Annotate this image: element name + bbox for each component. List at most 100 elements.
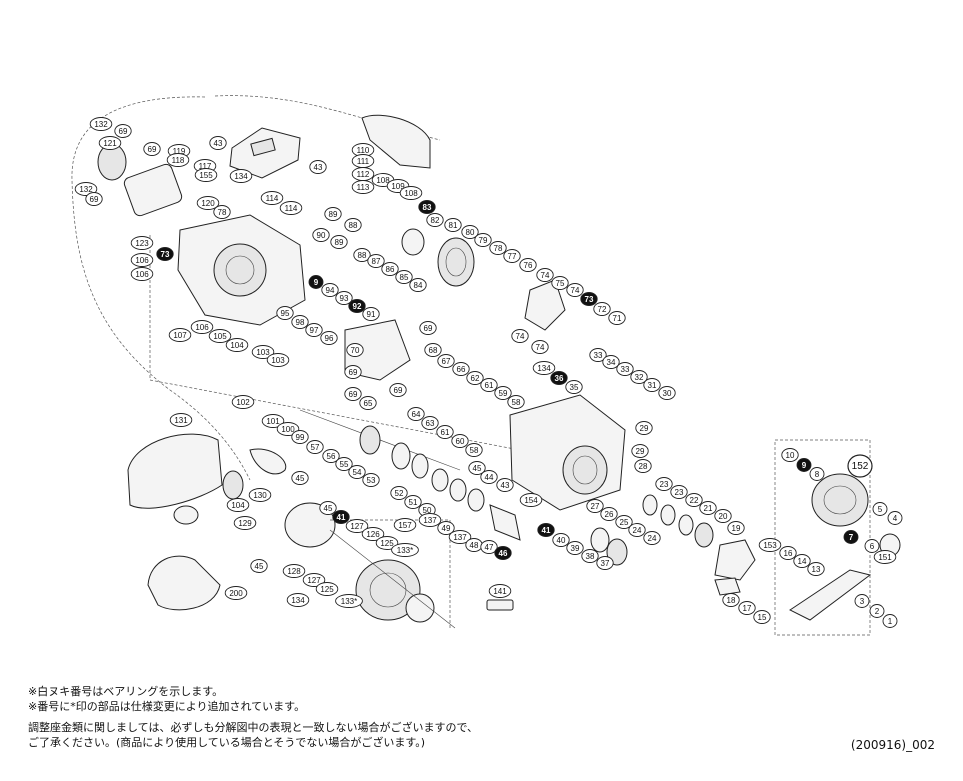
part-label: 24 <box>643 531 661 545</box>
part-label: 45 <box>250 559 268 573</box>
part-number: 95 <box>281 309 290 318</box>
part-label: 114 <box>279 201 303 215</box>
part-number: 18 <box>727 596 736 605</box>
part-label-badge <box>143 142 161 156</box>
part-label-badge <box>847 454 873 478</box>
part-label: 64 <box>407 407 425 421</box>
part-number: 60 <box>456 437 465 446</box>
part-label-badge <box>226 498 250 512</box>
part-number: 83 <box>423 203 432 212</box>
part-label: 60 <box>451 434 469 448</box>
part-label: 69 <box>143 142 161 156</box>
part-label: 125 <box>315 582 339 596</box>
part-label-badge <box>480 540 498 554</box>
part-number: 45 <box>324 504 333 513</box>
part-number: 23 <box>660 480 669 489</box>
part-label-badge <box>395 270 413 284</box>
part-label: 200 <box>224 586 248 600</box>
part-label: 104 <box>226 498 250 512</box>
part-number: 43 <box>501 481 510 490</box>
part-label-badge <box>409 278 427 292</box>
part-number: 120 <box>201 199 215 208</box>
part-label: 59 <box>494 386 512 400</box>
part-number: 70 <box>351 346 360 355</box>
part-label-badge <box>320 331 338 345</box>
part-label: 15 <box>753 610 771 624</box>
part-label-badge <box>348 465 366 479</box>
part-number: 56 <box>327 452 336 461</box>
part-label-badge <box>630 370 648 384</box>
part-label: 141 <box>488 584 512 598</box>
part-number: 16 <box>784 549 793 558</box>
part-label: 3 <box>854 594 870 608</box>
part-label-badge <box>166 153 190 167</box>
part-label: 118 <box>166 153 190 167</box>
part-label: 111 <box>351 154 375 168</box>
part-label: 69 <box>419 321 437 335</box>
part-number: 72 <box>598 305 607 314</box>
part-label-badge <box>537 523 555 537</box>
part-label: 106 <box>130 253 154 267</box>
part-label: 75 <box>551 276 569 290</box>
part-label-badge <box>448 530 472 544</box>
part-number: 97 <box>310 326 319 335</box>
part-label: 97 <box>305 323 323 337</box>
part-label-badge <box>796 458 812 472</box>
part-number: 89 <box>335 238 344 247</box>
bearing-part-label: 7 <box>843 530 859 544</box>
part-label: 66 <box>452 362 470 376</box>
part-number: 132 <box>79 185 93 194</box>
part-number: 45 <box>255 562 264 571</box>
part-label: 126 <box>361 527 385 541</box>
part-number: 113 <box>357 183 370 192</box>
part-label: 62 <box>466 371 484 385</box>
part-label-badge <box>809 467 825 481</box>
part-number: 134 <box>234 172 248 181</box>
part-label-badge <box>494 546 512 560</box>
part-number: 24 <box>648 534 657 543</box>
part-label: 106 <box>130 267 154 281</box>
part-label-badge <box>312 228 330 242</box>
part-number: 31 <box>648 381 657 390</box>
part-label: 134 <box>532 361 556 375</box>
part-label: 77 <box>503 249 521 263</box>
part-label-badge <box>418 200 436 214</box>
bearing-part-label: 73 <box>156 247 174 261</box>
bearing-part-label: 9 <box>796 458 812 472</box>
part-label: 100 <box>276 422 300 436</box>
part-label-badge <box>753 610 771 624</box>
bearing-part-label: 36 <box>550 371 568 385</box>
part-label-badge <box>758 538 782 552</box>
part-label-badge <box>344 387 362 401</box>
part-number: 61 <box>441 428 450 437</box>
part-label-badge <box>169 413 193 427</box>
part-number: 20 <box>719 512 728 521</box>
part-label-badge <box>279 201 303 215</box>
part-label-badge <box>229 169 253 183</box>
part-label-badge <box>319 501 337 515</box>
part-drawings <box>71 95 901 636</box>
part-label-badge <box>291 471 309 485</box>
part-label-badge <box>348 299 366 313</box>
part-label-badge <box>375 536 399 550</box>
part-number: 3 <box>860 597 865 606</box>
part-label-badge <box>367 254 385 268</box>
part-label-badge <box>864 539 880 553</box>
part-number: 2 <box>875 607 880 616</box>
part-number: 98 <box>296 318 305 327</box>
bearing-part-label: 46 <box>494 546 512 560</box>
part-label-badge <box>233 516 257 530</box>
part-label-badge <box>738 601 756 615</box>
part-label: 61 <box>480 378 498 392</box>
part-label: 29 <box>635 421 653 435</box>
part-label: 99 <box>291 430 309 444</box>
part-label: 43 <box>209 136 227 150</box>
part-label-badge <box>89 117 113 131</box>
part-number: 34 <box>607 358 616 367</box>
part-number: 74 <box>541 271 550 280</box>
part-label-badge <box>389 383 407 397</box>
part-number: 44 <box>485 473 494 482</box>
part-number: 27 <box>591 502 600 511</box>
part-label: 67 <box>437 354 455 368</box>
